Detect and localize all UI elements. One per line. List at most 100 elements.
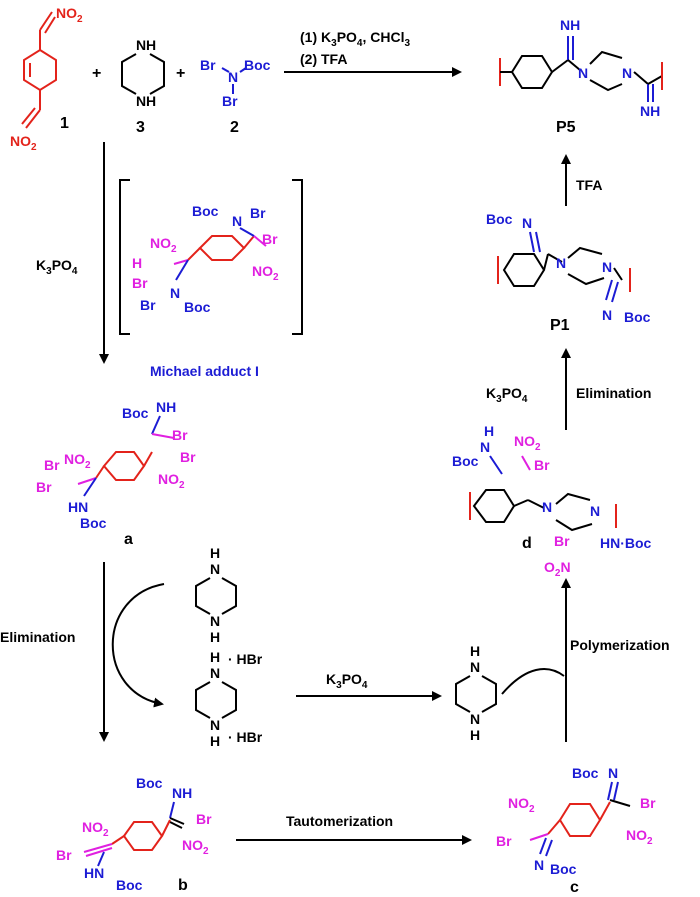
plus-sign: + [176,65,185,82]
polymer-p5-structure: NH N N NH [499,17,663,119]
svg-text:H: H [146,93,156,109]
svg-text:Boc: Boc [184,299,211,315]
svg-text:H: H [210,649,220,665]
svg-text:Br: Br [554,533,570,549]
svg-text:Br: Br [222,93,238,109]
svg-text:N: N [480,439,490,455]
compound-c-structure: Boc N Br NO2 NO2 Br N Boc [496,765,656,877]
svg-text:N: N [210,717,220,733]
svg-text:H: H [470,643,480,659]
svg-text:Boc: Boc [122,405,149,421]
svg-text:N: N [232,213,242,229]
svg-text:NH: NH [560,17,580,33]
svg-text:NO2: NO2 [252,263,279,283]
svg-text:Boc: Boc [550,861,577,877]
svg-text:NO2: NO2 [64,451,91,471]
svg-text:NO2: NO2 [150,235,177,255]
svg-text:H: H [484,423,494,439]
svg-text:NO2: NO2 [10,133,37,153]
svg-text:N: N [470,659,480,675]
michael-adduct-label: Michael adduct I [150,363,259,379]
svg-text:· HBr: · HBr [228,651,263,667]
p5-label: P5 [556,119,576,136]
svg-text:Boc: Boc [136,775,163,791]
compound-1-structure: NO2 NO2 [10,5,83,153]
svg-text:Br: Br [496,833,512,849]
k3po4-label-mid: K3PO4 [326,671,368,691]
michael-adduct-structure: Boc N Br Br NO2 NO2 H Br Br N Boc [132,203,279,315]
elimination-label-right: Elimination [576,385,651,401]
svg-text:N: N [136,37,146,53]
bracket-right [292,179,303,335]
condition-step2: (2) TFA [300,51,347,67]
svg-text:Br: Br [534,457,550,473]
svg-text:N: N [556,255,566,271]
elimination-label-left: Elimination [0,629,75,645]
svg-text:Boc: Boc [80,515,107,531]
svg-text:NH: NH [156,399,176,415]
polymer-p1-structure: Boc N N N N Boc [486,211,651,325]
svg-text:Boc: Boc [486,211,513,227]
svg-text:N: N [228,69,238,85]
compound-2-label: 2 [230,119,239,136]
svg-text:Br: Br [250,205,266,221]
piperazine-mid-structure: H N N H [195,545,237,645]
svg-text:· HBr: · HBr [228,729,263,745]
compound-d-label: d [522,535,532,552]
piperazine-right-structure: H N N H [455,643,497,743]
curved-arrow-left [111,583,165,708]
svg-text:H: H [132,255,142,271]
svg-text:Br: Br [36,479,52,495]
svg-text:Br: Br [56,847,72,863]
svg-text:NO2: NO2 [508,795,535,815]
compound-a-label: a [124,531,133,548]
svg-text:Br: Br [640,795,656,811]
p1-label: P1 [550,317,570,334]
reagent-2-structure: Br N Boc Br [200,57,271,109]
svg-text:N: N [608,765,618,781]
svg-text:HN: HN [68,499,88,515]
piperazine-hbr-structure: H N · HBr N H · HBr [195,649,263,749]
svg-text:N: N [136,93,146,109]
svg-text:NO2: NO2 [514,433,541,453]
tautomerization-label: Tautomerization [286,813,393,829]
svg-text:H: H [210,629,220,645]
svg-text:Boc: Boc [624,309,651,325]
svg-text:N: N [470,711,480,727]
svg-text:N: N [522,215,532,231]
svg-text:Br: Br [200,57,216,73]
svg-text:Br: Br [262,231,278,247]
condition-step1: (1) K3PO4, CHCl3 [300,29,410,49]
compound-d-structure: H N Boc NO2 Br N N Br O2N HN·Boc [452,423,652,579]
svg-text:N: N [210,613,220,629]
svg-text:O2N: O2N [544,559,571,579]
curved-arrow-right [501,668,565,695]
piperazine-3-structure: N H N H [121,37,165,109]
tfa-label: TFA [576,177,602,193]
svg-text:Boc: Boc [572,765,599,781]
compound-a-structure: Boc NH Br Br NO2 NO2 Br Br HN Boc [36,399,196,531]
svg-text:NH: NH [640,103,660,119]
svg-text:NO2: NO2 [56,5,83,25]
svg-text:N: N [590,503,600,519]
k3po4-label-right: K3PO4 [486,385,528,405]
svg-text:H: H [146,37,156,53]
svg-text:Br: Br [180,449,196,465]
bracket-left [119,179,130,335]
polymerization-label: Polymerization [570,637,670,653]
svg-text:Boc: Boc [116,877,143,893]
svg-text:N: N [622,65,632,81]
compound-c-label: c [570,879,579,896]
svg-text:NO2: NO2 [82,819,109,839]
svg-text:NH: NH [172,785,192,801]
svg-text:Br: Br [140,297,156,313]
compound-1-label: 1 [60,115,69,132]
svg-text:NO2: NO2 [158,471,185,491]
svg-text:N: N [602,259,612,275]
svg-text:HN·Boc: HN·Boc [600,535,652,551]
k3po4-label-left: K3PO4 [36,257,78,277]
svg-text:N: N [534,857,544,873]
compound-b-label: b [178,877,188,894]
svg-text:N: N [210,665,220,681]
